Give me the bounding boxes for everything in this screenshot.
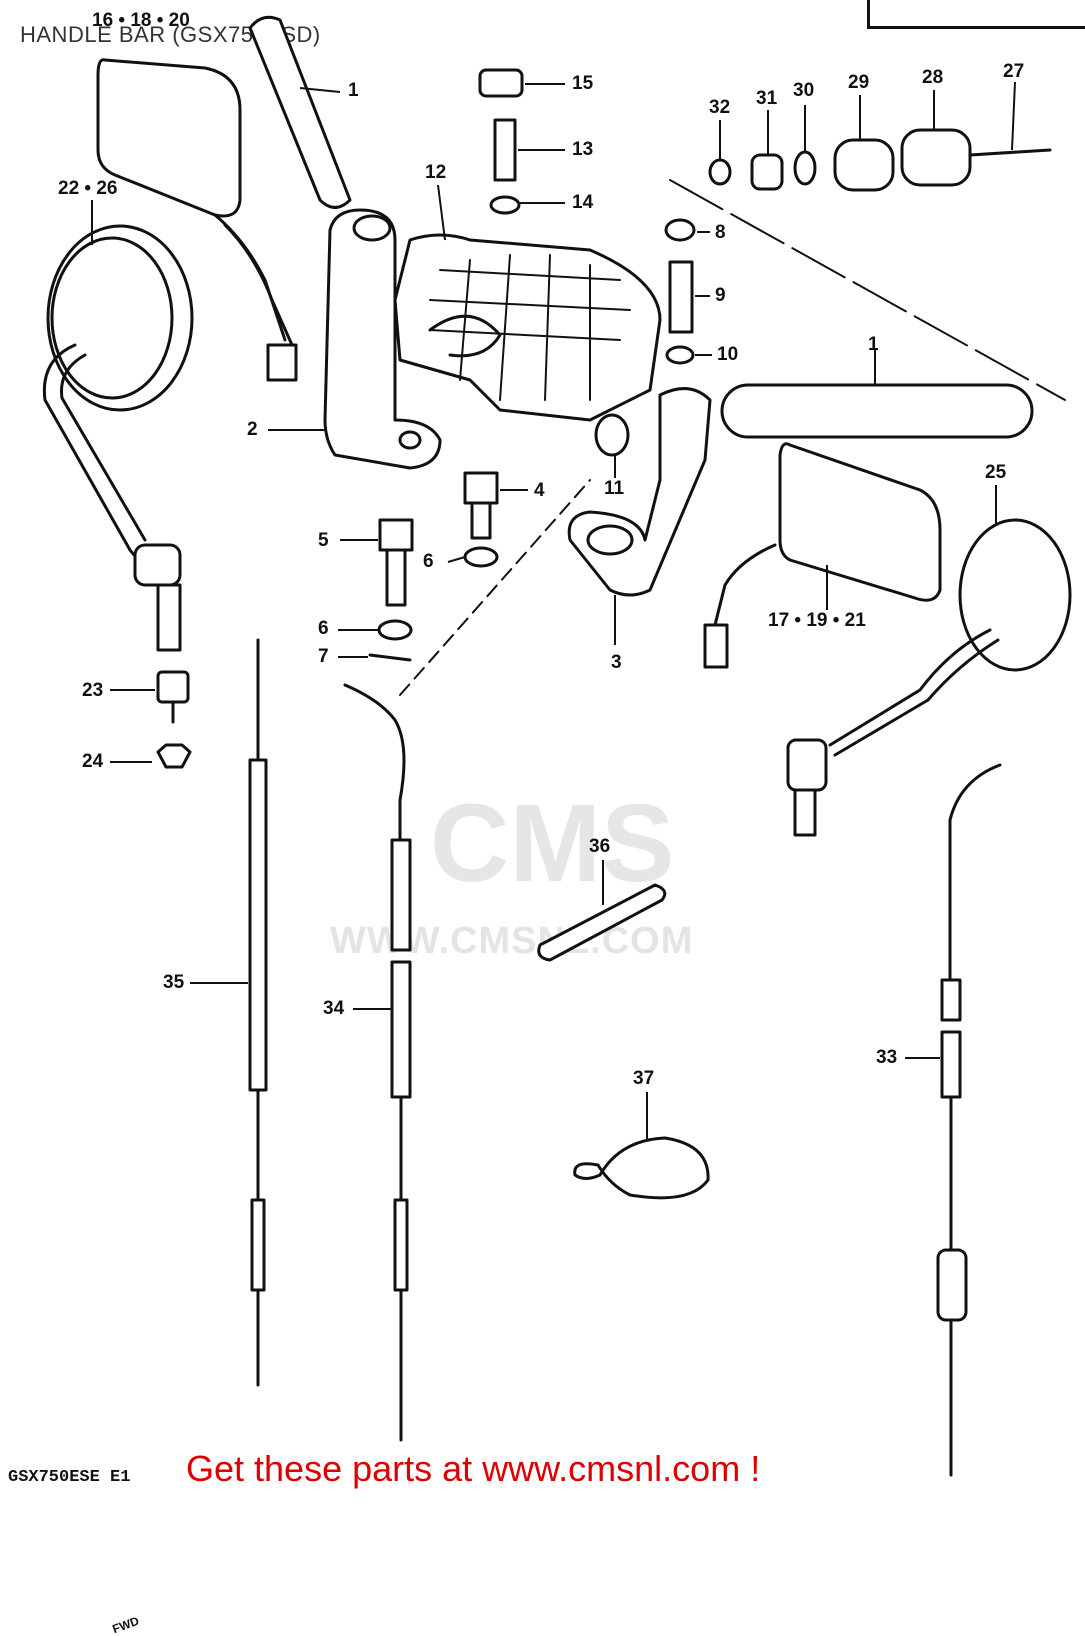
callout-1-right: 1 bbox=[868, 334, 879, 355]
callout-35: 35 bbox=[163, 972, 185, 993]
washer-10 bbox=[665, 345, 695, 365]
holder-part-3 bbox=[567, 387, 712, 597]
callout-12: 12 bbox=[425, 162, 447, 183]
fwd-label: FWD bbox=[110, 1613, 141, 1636]
parts-diagram bbox=[42, 15, 1072, 1477]
callout-31: 31 bbox=[756, 88, 778, 109]
cap-15 bbox=[478, 68, 524, 98]
plug-11 bbox=[594, 413, 630, 457]
callout-15: 15 bbox=[572, 73, 594, 94]
corner-frame bbox=[867, 0, 1085, 29]
callout-30: 30 bbox=[793, 80, 815, 101]
pin-7 bbox=[368, 653, 412, 662]
callout-6-lower: 6 bbox=[318, 618, 329, 639]
callout-9: 9 bbox=[715, 285, 726, 306]
callout-17-19-21: 17 • 19 • 21 bbox=[768, 610, 866, 631]
callout-4: 4 bbox=[534, 480, 545, 501]
watermark-logo: CMS bbox=[430, 782, 675, 905]
callout-25: 25 bbox=[985, 462, 1007, 483]
mirror-rect-left bbox=[96, 58, 298, 382]
callout-22-26: 22 • 26 bbox=[58, 178, 118, 199]
bolt-13 bbox=[493, 118, 517, 182]
promo-link[interactable]: Get these parts at www.cmsnl.com ! bbox=[186, 1448, 761, 1489]
clip-37 bbox=[573, 1136, 710, 1200]
mirror-rect-right bbox=[703, 442, 942, 669]
callout-7: 7 bbox=[318, 646, 329, 667]
screw-27 bbox=[968, 148, 1052, 157]
callout-2: 2 bbox=[247, 419, 258, 440]
cable-34 bbox=[343, 683, 412, 1442]
callout-23: 23 bbox=[82, 680, 104, 701]
part-24-nut bbox=[156, 743, 192, 769]
cable-33 bbox=[936, 763, 1002, 1477]
callout-33: 33 bbox=[876, 1047, 898, 1068]
part-31 bbox=[750, 153, 784, 191]
cable-35 bbox=[248, 638, 268, 1387]
watermark-url: WWW.CMSNL.COM bbox=[330, 920, 694, 962]
bolt-5-head bbox=[378, 518, 414, 552]
callout-5: 5 bbox=[318, 530, 329, 551]
callout-28: 28 bbox=[922, 67, 944, 88]
washer-14 bbox=[489, 195, 521, 215]
callout-37: 37 bbox=[633, 1068, 655, 1089]
callout-13: 13 bbox=[572, 139, 594, 160]
callout-24: 24 bbox=[82, 751, 104, 772]
callout-34: 34 bbox=[323, 998, 345, 1019]
bracket-12 bbox=[393, 233, 662, 422]
callout-8: 8 bbox=[715, 222, 726, 243]
part-30 bbox=[793, 150, 817, 186]
callout-29: 29 bbox=[848, 72, 870, 93]
callout-32: 32 bbox=[709, 97, 731, 118]
callout-16-18-20: 16 • 18 • 20 bbox=[92, 10, 190, 31]
callout-10: 10 bbox=[717, 344, 739, 365]
mirror-round-left bbox=[42, 224, 194, 652]
callout-36: 36 bbox=[589, 836, 611, 857]
bolt-9 bbox=[668, 260, 694, 334]
callout-11: 11 bbox=[604, 478, 625, 499]
washer-6a bbox=[377, 619, 413, 641]
callout-1-left: 1 bbox=[348, 80, 359, 101]
strap-36 bbox=[537, 883, 667, 962]
part-28 bbox=[900, 128, 972, 187]
washer-6b bbox=[463, 546, 499, 568]
callout-6-upper: 6 bbox=[423, 551, 434, 572]
callout-3: 3 bbox=[611, 652, 622, 673]
bolt-4-head bbox=[463, 471, 499, 505]
mirror-round-right bbox=[786, 518, 1072, 837]
model-code: GSX750ESE E1 bbox=[8, 1468, 131, 1487]
part-29 bbox=[833, 138, 895, 192]
holder-part-2 bbox=[323, 208, 442, 470]
grip-right bbox=[720, 383, 1034, 439]
callout-27: 27 bbox=[1003, 61, 1025, 82]
callout-14: 14 bbox=[572, 192, 594, 213]
part-23 bbox=[156, 670, 190, 704]
cap-8 bbox=[664, 218, 696, 242]
part-32 bbox=[708, 158, 732, 186]
grip-left bbox=[248, 15, 352, 209]
